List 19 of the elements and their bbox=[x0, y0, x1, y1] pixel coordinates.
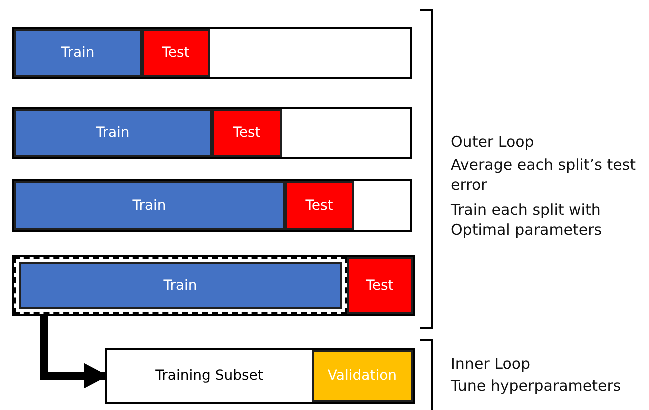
annotation-text: Outer Loop bbox=[451, 132, 536, 152]
train-segment: Train bbox=[14, 181, 285, 230]
train-segment: Train bbox=[19, 262, 342, 309]
test-segment: Test bbox=[142, 29, 210, 77]
bar-outline bbox=[12, 179, 412, 232]
annotation-text: Tune hyperparameters bbox=[451, 376, 622, 396]
train-segment: Train bbox=[14, 109, 212, 157]
annotation-text: Train each split with Optimal parameters bbox=[451, 200, 604, 240]
annotation-text: Average each split’s test error bbox=[451, 155, 638, 195]
bar-outline bbox=[105, 348, 415, 404]
bar-outline bbox=[12, 255, 415, 316]
validation-segment: Validation bbox=[312, 350, 413, 402]
annotation-text: Inner Loop bbox=[451, 354, 532, 374]
test-segment: Test bbox=[347, 257, 413, 314]
bar-outline bbox=[12, 27, 412, 79]
test-segment: Test bbox=[285, 181, 354, 230]
train-segment: Train bbox=[14, 29, 142, 77]
test-segment: Test bbox=[212, 109, 282, 157]
bar-outline bbox=[12, 107, 412, 159]
